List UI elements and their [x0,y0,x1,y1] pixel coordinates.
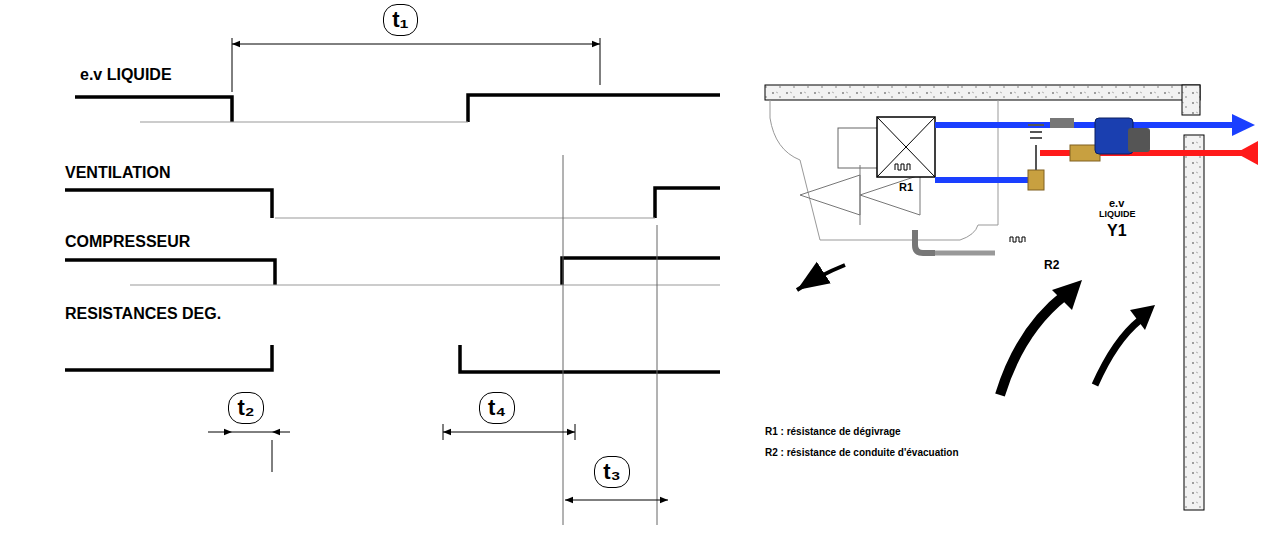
signal-lines [65,95,720,372]
part-label: R2 : résistance de conduite d'évacuation [765,447,959,458]
signal-name: COMPRESSEUR [65,233,190,251]
callout-bubble: t₂ [228,392,264,424]
signal-name: RESISTANCES DEG. [65,305,221,323]
part-label: Y1 [1107,222,1127,240]
callout-number: t₃ [603,461,621,483]
part-label: LIQUIDE [1099,210,1136,220]
part-label: R1 : résistance de dégivrage [765,426,901,437]
callout-bubble: t₁ [383,4,418,36]
low-level-lines [130,122,720,285]
callout-bubble: t₃ [594,456,630,488]
signal-name: VENTILATION [65,164,170,182]
callout-bubble: t₄ [479,392,515,424]
signal-name: e.v LIQUIDE [80,66,172,84]
cold-room-illustration [765,85,1258,510]
callout-number: t₁ [392,9,408,31]
callout-number: t₂ [237,397,254,419]
callout-number: t₄ [488,397,506,419]
timing-guides [208,38,668,525]
part-label: e.v [1109,197,1124,209]
part-label: R2 [1044,259,1059,272]
part-label: R1 [899,181,913,193]
